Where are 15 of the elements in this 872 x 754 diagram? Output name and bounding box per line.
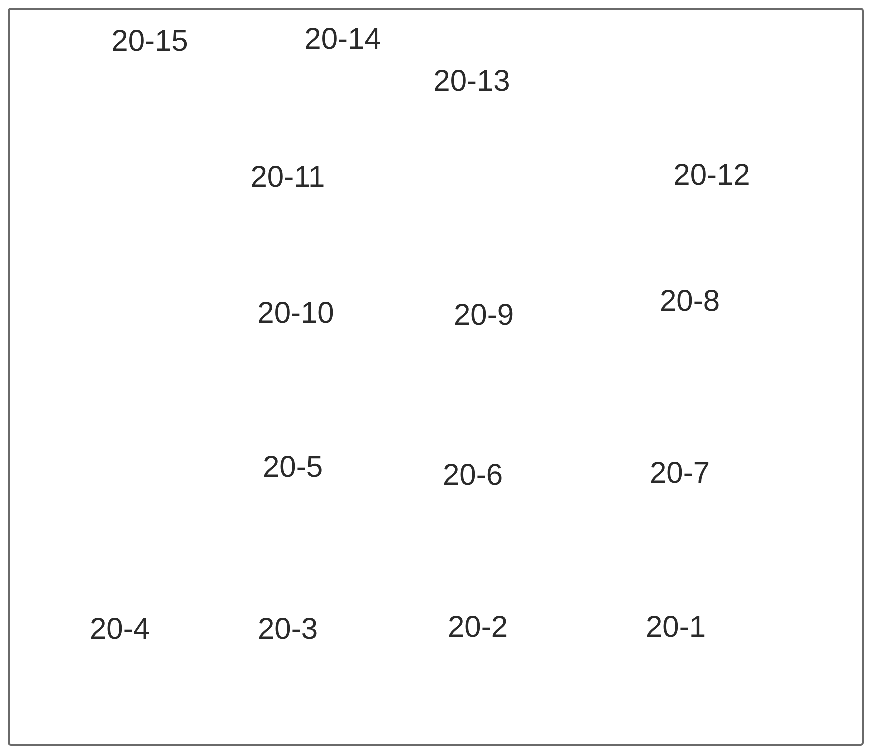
grid-label: 20-6	[442, 459, 504, 493]
grid-label: 20-14	[304, 23, 382, 57]
grid-label: 20-9	[454, 299, 514, 333]
grid-label: 20-2	[448, 611, 508, 645]
grid-label: 20-15	[112, 25, 188, 59]
grid-label: 20-10	[258, 297, 334, 331]
grid-label: 20-4	[90, 613, 150, 647]
grid-label: 20-8	[660, 285, 720, 319]
grid-label: 20-13	[434, 65, 510, 99]
grid-label: 20-3	[258, 613, 318, 647]
grid-label: 20-12	[674, 159, 750, 193]
grid-label: 20-1	[646, 611, 706, 645]
grid-label: 20-5	[262, 451, 324, 485]
grid-label: 20-7	[650, 457, 710, 491]
grid-label: 20-11	[250, 161, 326, 195]
